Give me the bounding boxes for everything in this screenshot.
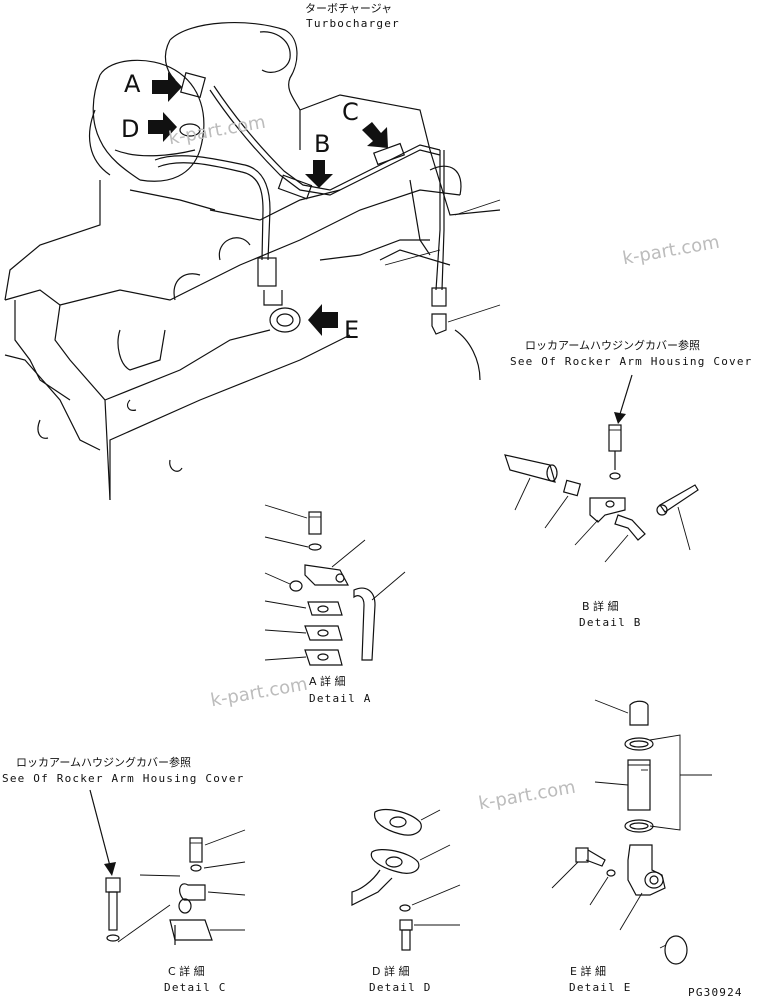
callout-arrow-e — [308, 304, 338, 336]
rocker-cover-label-jp-b: ロッカアームハウジングカバー参照 — [525, 339, 701, 352]
detail-c-title-jp: C 詳 細 — [168, 965, 205, 978]
detail-d-parts — [351, 809, 461, 951]
detail-a-parts — [264, 504, 406, 666]
callout-arrow-c — [362, 122, 388, 148]
turbocharger-label-jp: ターボチャージャ — [305, 2, 393, 15]
callout-c: C — [342, 98, 359, 126]
detail-b-parts — [504, 374, 699, 563]
rocker-cover-label-en-b: See Of Rocker Arm Housing Cover — [510, 355, 753, 368]
detail-d-title-en: Detail D — [369, 981, 432, 994]
callout-b: B — [314, 130, 331, 158]
rocker-cover-label-en-c: See Of Rocker Arm Housing Cover — [2, 772, 245, 785]
detail-b-title-jp: B 詳 細 — [582, 600, 619, 613]
callout-arrow-d — [148, 112, 177, 142]
callout-a: A — [124, 70, 141, 98]
callout-d: D — [121, 115, 140, 143]
detail-a-title-jp: A 詳 細 — [309, 675, 346, 688]
callout-e: E — [344, 316, 360, 344]
detail-e-title-jp: E 詳 細 — [570, 965, 606, 978]
detail-c-parts — [89, 789, 246, 945]
detail-b-title-en: Detail B — [579, 616, 642, 629]
callout-arrow-b — [305, 160, 333, 188]
rocker-cover-label-jp-c: ロッカアームハウジングカバー参照 — [16, 756, 192, 769]
detail-e-title-en: Detail E — [569, 981, 632, 994]
turbocharger-label-en: Turbocharger — [306, 17, 400, 30]
detail-a-title-en: Detail A — [309, 692, 372, 705]
detail-d-title-jp: D 詳 細 — [372, 965, 410, 978]
engine-assembly — [4, 21, 501, 501]
callout-arrow-a — [152, 72, 182, 102]
detail-c-title-en: Detail C — [164, 981, 227, 994]
leader-lines-main — [384, 199, 501, 323]
drawing-number: PG30924 — [688, 986, 743, 999]
detail-e-parts — [551, 699, 712, 965]
